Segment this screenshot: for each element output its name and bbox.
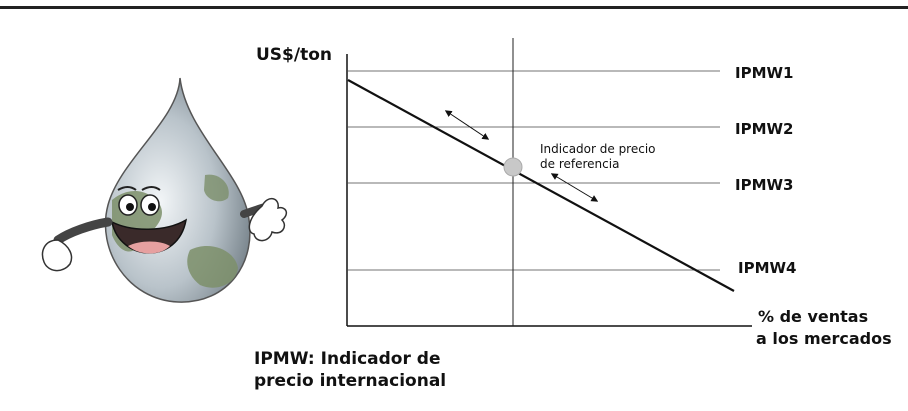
y-axis-label: US$/ton <box>256 45 332 65</box>
ipmw4-label: IPMW4 <box>738 259 796 277</box>
caption-line1: IPMW: Indicador de <box>254 349 441 369</box>
caption: IPMW: Indicador de precio internacional <box>254 348 446 392</box>
price-slope-line <box>347 79 735 292</box>
lower-double-arrow-icon <box>550 173 599 202</box>
reference-point <box>503 157 523 177</box>
x-axis-label-line2: a los mercados <box>756 329 892 348</box>
reference-label-line1: Indicador de precio <box>540 142 656 156</box>
ipmw1-label: IPMW1 <box>735 64 793 82</box>
ipmw3-label: IPMW3 <box>735 176 793 194</box>
x-axis-label-line1: % de ventas <box>758 307 868 326</box>
top-rule <box>0 6 908 9</box>
ipmw2-label: IPMW2 <box>735 120 793 138</box>
water-drop-mascot-icon <box>41 77 288 303</box>
caption-line2: precio internacional <box>254 371 447 391</box>
upper-double-arrow-icon <box>444 110 490 140</box>
reference-label-line2: de referencia <box>540 157 619 171</box>
